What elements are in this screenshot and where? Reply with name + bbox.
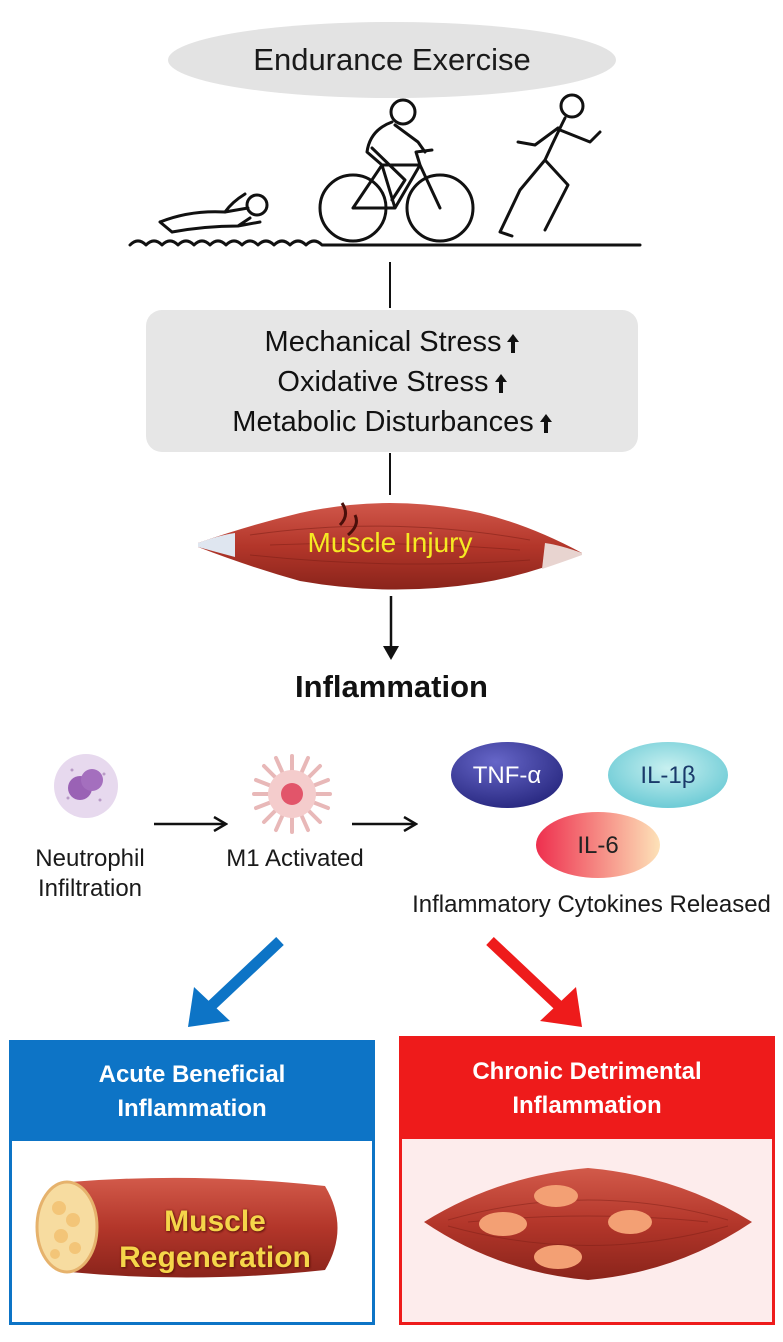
red-arrow-icon — [486, 936, 582, 1027]
right-arrow-icon — [352, 816, 418, 832]
il1-beta-ellipse — [608, 742, 728, 808]
cytokine-caption: Inflammatory Cytokines Released — [412, 891, 771, 918]
blue-arrow-icon — [188, 936, 284, 1027]
tnf-alpha-ellipse — [451, 742, 563, 808]
macrophage-icon — [252, 754, 332, 834]
down-arrow-icon — [383, 596, 399, 660]
diagram-title: Endurance Exercise — [253, 42, 531, 77]
triathlon-illustration — [128, 93, 642, 247]
swimmer-icon — [158, 192, 269, 234]
up-arrow-icon — [539, 414, 552, 433]
up-arrow-icon — [507, 334, 520, 353]
cyclist-icon — [318, 98, 475, 243]
inflammation-title: Inflammation — [295, 669, 488, 704]
stress-box: Mechanical Stress Oxidative Stress Metab… — [146, 310, 638, 452]
water-ground-line — [128, 239, 642, 247]
stress-item: Metabolic Disturbances — [146, 402, 638, 442]
stress-item: Mechanical Stress — [146, 322, 638, 362]
title-ellipse: Endurance Exercise — [168, 22, 616, 98]
m1-label: M1 Activated — [226, 845, 364, 872]
connector-line — [389, 453, 391, 495]
cytokine-group — [451, 742, 728, 878]
up-arrow-icon — [494, 374, 507, 393]
injured-muscle-illustration — [198, 502, 582, 590]
tnf-alpha-label: TNF-α — [472, 762, 542, 789]
il6-ellipse — [536, 812, 660, 878]
muscle-injury-label: Muscle Injury — [307, 527, 473, 558]
il1-beta-label: IL-1β — [640, 762, 696, 789]
damaged-muscle-illustration — [424, 1168, 752, 1280]
connector-line — [389, 262, 391, 308]
il6-label: IL-6 — [577, 832, 619, 859]
regenerating-muscle-illustration — [35, 1177, 338, 1278]
stress-item: Oxidative Stress — [146, 362, 638, 402]
runner-icon — [498, 93, 602, 238]
neutrophil-icon — [54, 754, 118, 818]
right-arrow-icon — [154, 816, 228, 832]
